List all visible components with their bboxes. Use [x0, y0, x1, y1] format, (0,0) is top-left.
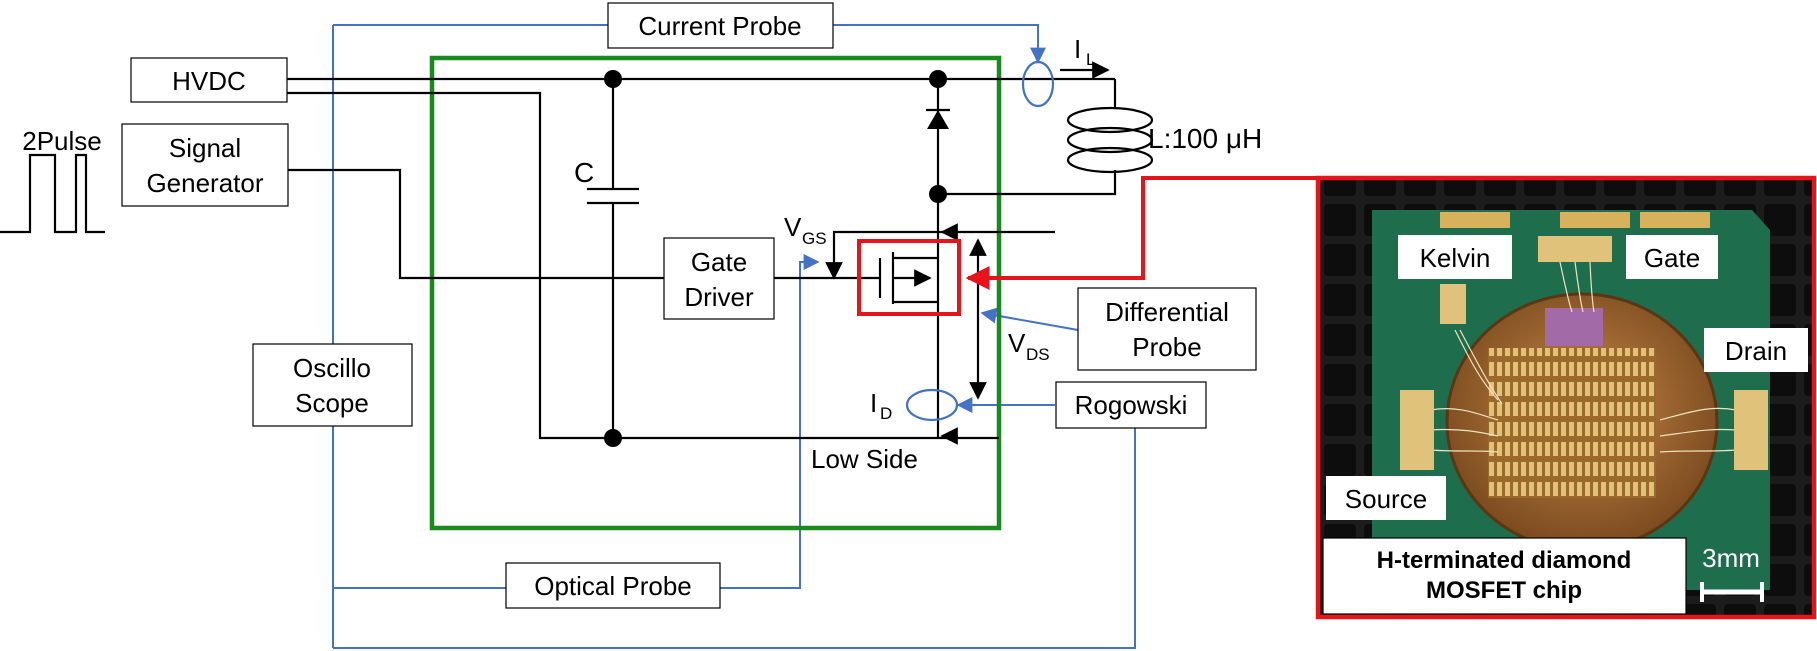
source-label: Source [1345, 484, 1427, 514]
differential-probe-frame [1077, 287, 1257, 371]
vgs-main: V [784, 212, 802, 242]
coil-loop [1066, 106, 1154, 134]
vds-sub: DS [1026, 345, 1050, 364]
current-probe-sensor [1021, 60, 1055, 108]
highlight-callout [965, 176, 1318, 290]
gate-driver-frame [663, 237, 775, 320]
hvdc-label: HVDC [172, 66, 246, 96]
pulse-waveform [0, 153, 105, 234]
coil-loop [1066, 146, 1154, 174]
chip-caption-box [1322, 537, 1687, 615]
chip-caption-line-1: H-terminated diamond [1377, 547, 1632, 574]
differential-probe-box: Differential Probe [1077, 287, 1257, 371]
junction-dot [929, 185, 947, 203]
kelvin-label: Kelvin [1420, 243, 1491, 273]
wire-bonds [1429, 261, 1737, 453]
junction-dot [604, 70, 622, 88]
signal-generator-box: Signal Generator [121, 123, 289, 207]
current-probe-box: Current Probe [607, 2, 834, 49]
mosfet-chip-photo: Kelvin Gate Drain Source H-terminated di… [1318, 178, 1814, 617]
rogowski-box: Rogowski [1055, 381, 1207, 429]
oscilloscope-label-1: Oscillo [293, 353, 371, 383]
mosfet-symbol [878, 252, 938, 304]
signal-generator-label-2: Generator [146, 168, 263, 198]
hvdc-return-rail [287, 91, 999, 440]
rogowski-coil-sensor [905, 388, 959, 422]
source-tag [1326, 476, 1446, 520]
optical-probe-label: Optical Probe [534, 571, 692, 601]
junctions [604, 70, 947, 447]
scale-label: 3mm [1702, 543, 1760, 573]
low-side-board [429, 55, 1002, 531]
coil-loop [1066, 126, 1154, 154]
inductor-return [938, 170, 1117, 196]
junction-dot [929, 70, 947, 88]
il-main: I [1074, 34, 1081, 64]
optical-probe-frame [505, 562, 721, 609]
differential-probe-label-1: Differential [1105, 297, 1229, 327]
drain-label: Drain [1725, 336, 1787, 366]
rogowski-label: Rogowski [1075, 390, 1188, 420]
gate-driver-box: Gate Driver [663, 237, 775, 320]
drain-tag [1704, 328, 1808, 372]
transistor-fingers [1488, 348, 1656, 498]
il-sub: L [1086, 50, 1095, 69]
rogowski-frame [1055, 381, 1207, 429]
junction-dot [604, 429, 622, 447]
inductor-label: L:100 μH [1148, 123, 1262, 154]
oscilloscope-frame [252, 343, 413, 427]
current-probe-label: Current Probe [638, 11, 801, 41]
pcb-pad [1560, 212, 1630, 228]
inductor-coil [1066, 106, 1154, 174]
optical-probe-wire-right [720, 254, 820, 589]
kelvin-pad [1440, 284, 1466, 324]
pulse-label: 2Pulse [22, 126, 102, 156]
oscilloscope-label-2: Scope [295, 388, 369, 418]
vgs-bracket [832, 230, 938, 278]
mosfet-highlight [857, 239, 961, 316]
vds-label: V DS [1008, 328, 1050, 364]
rogowski-return-wire [333, 427, 1136, 649]
probe-wiring [332, 24, 1136, 649]
oscilloscope-box: Oscillo Scope [252, 343, 413, 427]
diode-triangle [927, 110, 949, 129]
diff-probe-arrow [980, 307, 1079, 331]
chip-caption-line-2: MOSFET chip [1426, 577, 1582, 604]
id-label: I D [870, 388, 892, 423]
hvdc-box: HVDC [130, 57, 288, 103]
gate-contact [1545, 308, 1603, 346]
pcb-pad [1640, 212, 1710, 228]
gate-label: Gate [1644, 243, 1700, 273]
gate-driver-label-2: Driver [684, 282, 754, 312]
gate-pad [1538, 236, 1612, 262]
current-probe-wire-right [833, 24, 1046, 64]
source-pad [1400, 390, 1434, 470]
gate-driver-label-1: Gate [691, 247, 747, 277]
signal-to-driver [288, 168, 664, 280]
differential-probe-label-2: Probe [1132, 332, 1201, 362]
current-probe-frame [607, 2, 834, 49]
optical-probe-box: Optical Probe [505, 562, 721, 609]
power-circuit [287, 61, 1117, 445]
low-side-label: Low Side [811, 444, 918, 474]
id-main: I [870, 388, 877, 418]
signal-generator-label-1: Signal [169, 133, 241, 163]
capacitor-label: C [574, 157, 594, 188]
hvdc-frame [130, 57, 288, 103]
kelvin-tag [1398, 235, 1512, 279]
gate-tag [1626, 235, 1718, 279]
signal-generator-frame [121, 123, 289, 207]
vgs-sub: GS [802, 229, 827, 248]
pcb-pad [1440, 212, 1510, 228]
drain-pad [1734, 390, 1768, 470]
id-sub: D [880, 404, 892, 423]
vgs-label: V GS [784, 212, 827, 248]
photo-frame [1315, 175, 1817, 620]
vds-main: V [1008, 328, 1026, 358]
il-label: I L [1074, 34, 1095, 69]
